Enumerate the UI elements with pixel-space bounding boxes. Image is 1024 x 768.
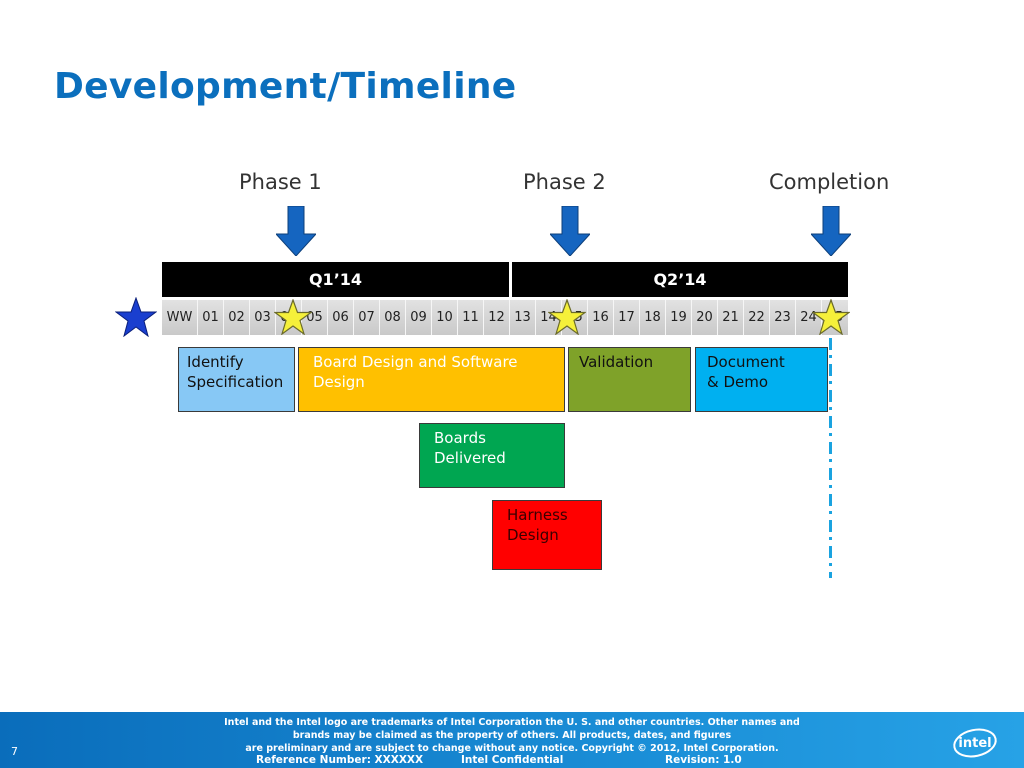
work-week-cell: 18 [640,300,666,335]
work-week-cell: 20 [692,300,718,335]
legal-line: brands may be claimed as the property of… [292,730,732,741]
work-week-row: WW 01 02 03 04 05 06 07 08 09 10 11 12 1… [162,300,848,335]
legal-line: are preliminary and are subject to chang… [245,743,779,754]
intel-logo-text: intel [958,736,991,751]
page-number: 7 [11,745,18,758]
work-week-cell: 09 [406,300,432,335]
work-week-header: WW [162,300,198,335]
quarter-q2-label: Q2’14 [653,270,707,289]
phase-1-arrow-icon [276,206,316,256]
work-week-cell: 11 [458,300,484,335]
milestone-label-phase-2: Phase 2 [523,170,606,194]
start-star-icon [115,297,157,337]
revision-label: Revision: 1.0 [665,754,742,766]
intel-logo-icon: intel [953,728,997,758]
quarter-q1-label: Q1’14 [308,270,363,289]
work-week-cell: 21 [718,300,744,335]
work-week-cell: 13 [510,300,536,335]
task-board-software-design: Board Design and Software Design [298,347,565,412]
completion-marker-line [829,338,832,578]
task-boards-delivered: Boards Delivered [419,423,565,488]
confidential-label: Intel Confidential [461,754,564,766]
task-validation: Validation [568,347,691,412]
legal-notice: Intel and the Intel logo are trademarks … [210,716,814,755]
work-week-cell: 06 [328,300,354,335]
legal-line: Intel and the Intel logo are trademarks … [224,717,800,728]
task-identify-specification: Identify Specification [178,347,295,412]
work-week-cell: 22 [744,300,770,335]
footer-bar [0,712,1024,768]
work-week-cell: 08 [380,300,406,335]
work-week-cell: 03 [250,300,276,335]
work-week-cell: 17 [614,300,640,335]
phase-2-arrow-icon [550,206,590,256]
work-week-cell: 23 [770,300,796,335]
work-week-cell: 05 [302,300,328,335]
work-week-cell: 16 [588,300,614,335]
page-title: Development/Timeline [54,66,517,107]
work-week-cell: 10 [432,300,458,335]
work-week-cell: 02 [224,300,250,335]
phase-2-star-icon [548,299,586,335]
milestone-label-completion: Completion [769,170,890,194]
task-harness-design: Harness Design [492,500,602,570]
phase-1-star-icon [274,299,312,335]
milestone-label-phase-1: Phase 1 [239,170,322,194]
work-week-cell: 12 [484,300,510,335]
completion-arrow-icon [811,206,851,256]
work-week-cell: 19 [666,300,692,335]
quarter-q2: Q2’14 [512,262,848,297]
quarter-q1: Q1’14 [162,262,509,297]
completion-star-icon [812,299,850,335]
work-week-cell: 07 [354,300,380,335]
task-document-demo: Document & Demo [695,347,828,412]
work-week-cell: 01 [198,300,224,335]
reference-number: Reference Number: XXXXXX [256,754,424,766]
